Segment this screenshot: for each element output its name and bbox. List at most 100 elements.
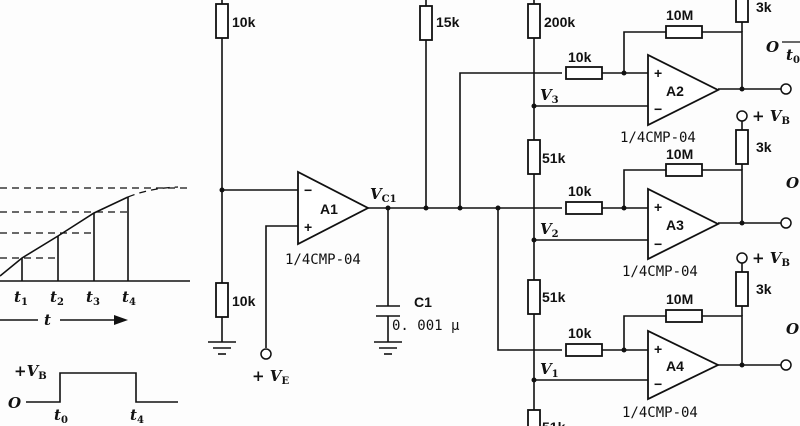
- pulse-waveform: +VB O t0 t4: [8, 362, 178, 426]
- a4-vb-terminal[interactable]: [736, 252, 748, 264]
- resistor-pullup-a2: [735, 0, 749, 23]
- a4-vb-label: + VB: [752, 249, 790, 269]
- junction-dot: [739, 220, 745, 226]
- a2-part-number: 1/4CMP-04: [620, 130, 696, 146]
- op-amp-a1: [297, 170, 370, 246]
- resistor-51k-a-label: 51k: [542, 150, 566, 166]
- a4-feedback-wire-left: [623, 315, 666, 350]
- resistor-bottom-left-label: 10k: [232, 293, 256, 309]
- resistor-51k-a: [527, 139, 541, 175]
- resistor-15k-label: 15k: [436, 14, 460, 30]
- v2-label: V2: [540, 220, 559, 240]
- junction-dot: [739, 362, 745, 368]
- resistor-pullup-a3: [735, 129, 749, 165]
- a4-output-terminal[interactable]: [780, 359, 792, 371]
- a3-output-terminal[interactable]: [780, 217, 792, 229]
- a2-output-t-label: t0: [786, 46, 800, 66]
- c1-value: 0. 001 μ: [392, 318, 460, 334]
- resistor-51k-b: [527, 279, 541, 315]
- resistor-input-a3: [565, 201, 603, 215]
- resistor-feedback-a2-label: 10M: [666, 7, 693, 23]
- v3-label: V3: [540, 86, 559, 106]
- a4-name: A4: [666, 358, 684, 374]
- a2-output-o-label: O: [766, 38, 779, 56]
- a3-feedback-wire-right: [702, 169, 743, 223]
- a2-output-terminal[interactable]: [780, 83, 792, 95]
- resistor-feedback-a2: [665, 25, 703, 39]
- resistor-51k-c: [527, 409, 541, 426]
- pulse-t4-label: t4: [130, 406, 144, 426]
- v1-label: V1: [540, 360, 559, 380]
- junction-dot: [739, 86, 745, 92]
- a1-plus-sign: +: [304, 219, 312, 235]
- pulse-line: [26, 372, 178, 403]
- a3-name: A3: [666, 217, 684, 233]
- resistor-200k-label: 200k: [544, 14, 575, 30]
- resistor-input-a3-label: 10k: [568, 183, 592, 199]
- a1-minus-sign: −: [304, 182, 312, 198]
- resistor-input-a4: [565, 343, 603, 357]
- resistor-pullup-a4-label: 3k: [756, 281, 772, 297]
- time-axis-label: t: [44, 311, 51, 329]
- op-amp-a3: [647, 187, 721, 261]
- resistor-51k-b-label: 51k: [542, 289, 566, 305]
- a4-output-o-label: O: [786, 320, 799, 338]
- ramp-extension: [127, 186, 179, 198]
- vc1-to-a4-wire: [497, 208, 562, 351]
- a2-feedback-wire-left: [623, 31, 666, 73]
- resistor-pullup-a3-label: 3k: [756, 139, 772, 155]
- resistor-pullup-a4: [735, 271, 749, 307]
- a4-plus-sign: +: [654, 341, 662, 357]
- op-amp-a4: [647, 329, 721, 401]
- resistor-feedback-a4-label: 10M: [666, 291, 693, 307]
- pulse-t0-label: t0: [54, 406, 68, 426]
- ramp-label-t3: t3: [86, 288, 100, 308]
- resistor-input-a2: [565, 66, 603, 80]
- resistor-top-left: [215, 3, 229, 39]
- a4-part-number: 1/4CMP-04: [622, 405, 698, 421]
- a2-minus-sign: −: [654, 101, 662, 117]
- ramp-label-t2: t2: [50, 288, 64, 308]
- pulse-vb-label: +VB: [14, 362, 47, 382]
- c1-label: C1: [414, 294, 432, 310]
- a3-vb-label: + VB: [752, 107, 790, 127]
- resistor-200k: [527, 3, 541, 39]
- ramp-label-t4: t4: [122, 288, 136, 308]
- a3-feedback-wire-left: [623, 169, 666, 208]
- reference-divider: 200k 51k 51k 51k V3 V2 V1: [459, 0, 575, 426]
- vc1-label: VC1: [370, 185, 397, 205]
- a1-name: A1: [320, 201, 338, 217]
- ve-label: + VE: [252, 367, 289, 387]
- a4-feedback-wire-right: [702, 315, 743, 365]
- junction-dot: [219, 187, 225, 193]
- a3-minus-sign: −: [654, 236, 662, 252]
- resistor-bottom-left: [215, 282, 229, 318]
- resistor-feedback-a3-label: 10M: [666, 146, 693, 162]
- a2-plus-sign: +: [654, 65, 662, 81]
- a4-stage: 10k 10M + − A4 1/4CMP-04 + VB 3k O: [534, 249, 799, 421]
- resistor-51k-c-label: 51k: [542, 419, 566, 426]
- a1-part-number: 1/4CMP-04: [285, 252, 361, 268]
- a2-feedback-wire-right: [702, 31, 743, 89]
- resistor-pullup-a2-label: 3k: [756, 0, 772, 15]
- a3-output-o-label: O: [786, 174, 799, 192]
- time-arrow-head: [114, 315, 128, 325]
- ve-terminal[interactable]: [260, 348, 272, 360]
- a1-noninv-input-wire: [265, 225, 298, 348]
- a3-stage: 10k 10M + − A3 1/4CMP-04 + VB 3k O: [534, 107, 799, 280]
- pulse-origin-label: O: [8, 394, 21, 412]
- a2-name: A2: [666, 83, 684, 99]
- resistor-feedback-a4: [665, 309, 703, 323]
- a3-vb-terminal[interactable]: [736, 110, 748, 122]
- a3-part-number: 1/4CMP-04: [622, 264, 698, 280]
- op-amp-a2: [647, 53, 721, 127]
- resistor-input-a2-label: 10k: [568, 49, 592, 65]
- resistor-top-left-label: 10k: [232, 14, 256, 30]
- resistor-15k: [419, 5, 433, 41]
- resistor-feedback-a3: [665, 163, 703, 177]
- resistor-input-a4-label: 10k: [568, 325, 592, 341]
- a4-minus-sign: −: [654, 376, 662, 392]
- ramp-label-t1: t1: [14, 288, 28, 308]
